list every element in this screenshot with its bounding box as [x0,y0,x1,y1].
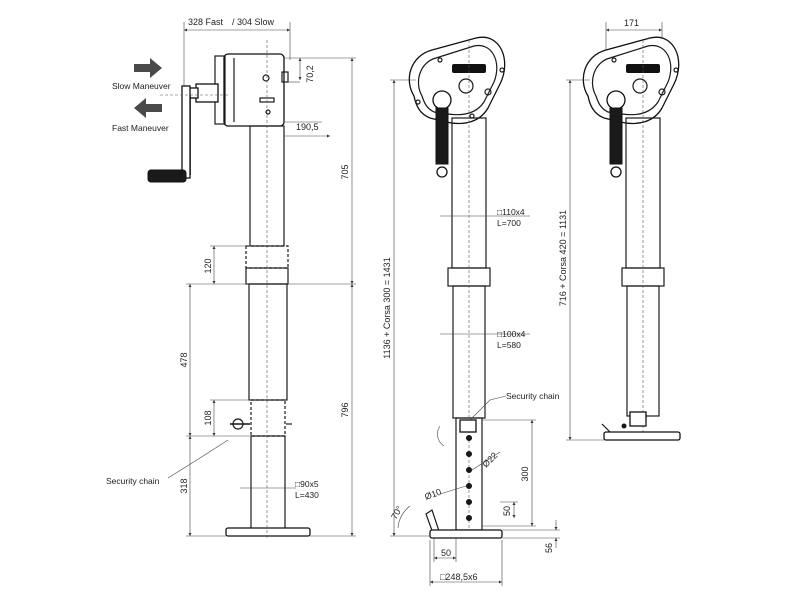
total-height-right-label: 716 + Corsa 420 = 1131 [558,210,568,306]
dim-50-bottom-label: 50 [441,548,451,558]
tube-mid-length-label: L=580 [497,340,521,350]
dim-190-5-label: 190,5 [296,122,319,132]
dim-796-label: 796 [340,402,350,417]
fast-width-label: 328 Fast [188,17,224,27]
dim-70-2-label: 70,2 [305,65,315,83]
tube-outer-size-label: □90x5 [295,479,319,489]
dim-300-label: 300 [520,466,530,481]
dim-318-label: 318 [179,478,189,493]
slow-maneuver-label: Slow Maneuver [112,81,171,91]
slow-width-label: / 304 Slow [232,17,275,27]
right-retracted-view: 171 716 + Corsa 420 = 1131 [558,18,681,441]
tube-top-length-label: L=700 [497,218,521,228]
middle-front-view: □110x4 L=700 □100x4 L=580 1136 + Corsa 3… [382,36,560,586]
dim-478-label: 478 [179,352,189,367]
tube-outer-length-label: L=430 [295,490,319,500]
fast-maneuver-label: Fast Maneuver [112,123,169,133]
angle-70-label: 70° [389,504,405,521]
slow-maneuver-arrow-icon [134,58,162,78]
left-side-view: 328 Fast / 304 Slow Slow Maneuver Fast M… [106,17,356,540]
diameter-10-label: Ø10 [423,487,442,502]
tube-top-size-label: □110x4 [497,207,525,217]
security-chain-left-label: Security chain [106,476,160,486]
security-chain-mid-label: Security chain [506,391,560,401]
tube-mid-size-label: □100x4 [497,329,526,339]
diameter-22-label: Ø22 [480,450,499,469]
dim-108-label: 108 [203,410,213,425]
dim-705-label: 705 [340,164,350,179]
fast-maneuver-arrow-icon [134,98,162,118]
dim-120-label: 120 [203,258,213,273]
total-height-mid-label: 1136 + Corsa 300 = 1431 [382,257,392,358]
dim-171-label: 171 [624,18,639,28]
dim-56-label: 56 [544,543,554,553]
foot-size-label: □248,5x6 [440,572,477,582]
brand-logo [452,64,486,73]
dim-50-right-label: 50 [502,506,512,516]
